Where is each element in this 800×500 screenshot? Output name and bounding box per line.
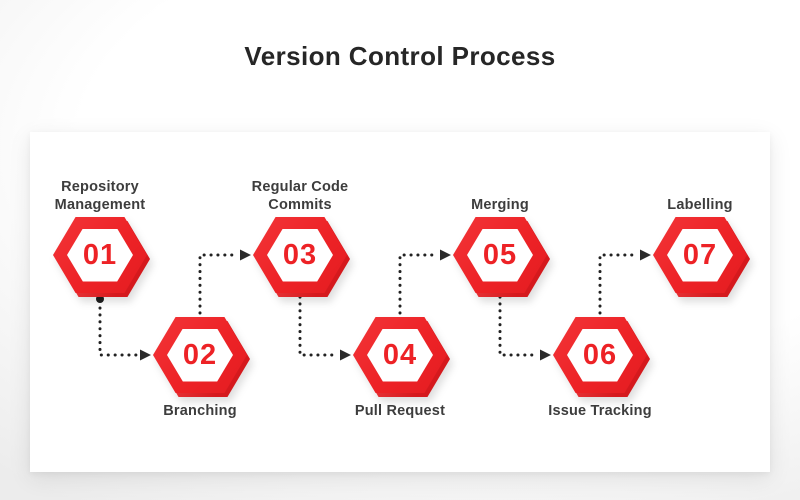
step-node-03: Regular Code Commits 03: [230, 160, 370, 297]
connector-06-07: [598, 249, 651, 315]
step-number: 07: [682, 238, 718, 271]
connector-03-04: [298, 295, 351, 361]
arrow-right-icon: [240, 249, 251, 261]
connector-04-05: [398, 249, 451, 315]
arrow-right-icon: [440, 249, 451, 261]
step-number: 01: [82, 238, 118, 271]
step-label: Labelling: [667, 197, 733, 213]
diagram-card: Repository Management 01 02 Branching Re…: [30, 132, 770, 472]
hexagon-icon: 04: [353, 317, 450, 397]
hexagon-icon: 03: [253, 217, 350, 297]
step-label: Issue Tracking: [548, 403, 652, 419]
step-number: 05: [482, 238, 518, 271]
arrow-right-icon: [340, 349, 351, 361]
step-label: Branching: [163, 403, 237, 419]
step-label: Regular Code Commits: [251, 179, 349, 213]
step-number: 06: [582, 338, 618, 371]
connector-05-06: [498, 295, 551, 361]
hexagon-icon: 01: [53, 217, 150, 297]
arrow-right-icon: [140, 349, 151, 361]
connector-01-02: [96, 295, 151, 361]
hexagon-icon: 02: [153, 317, 250, 397]
arrow-right-icon: [640, 249, 651, 261]
connector-lines-layer: [96, 249, 651, 361]
hexagon-icon: 06: [553, 317, 650, 397]
step-label: Repository Management: [54, 179, 146, 213]
connector-02-03: [198, 249, 251, 315]
start-dot: [96, 295, 104, 303]
step-node-05: Merging 05: [430, 160, 570, 297]
step-node-06: 06 Issue Tracking: [530, 317, 670, 420]
step-node-02: 02 Branching: [130, 317, 270, 420]
step-node-01: Repository Management 01: [30, 160, 170, 297]
hexagon-icon: 05: [453, 217, 550, 297]
step-number: 02: [182, 338, 218, 371]
step-number: 03: [282, 238, 318, 271]
hexagon-icon: 07: [653, 217, 750, 297]
page-title: Version Control Process: [244, 41, 556, 71]
step-node-04: 04 Pull Request: [330, 317, 470, 420]
arrow-right-icon: [540, 349, 551, 361]
step-label: Merging: [471, 197, 529, 213]
step-node-07: Labelling 07: [630, 160, 770, 297]
step-label: Pull Request: [354, 403, 446, 419]
step-number: 04: [382, 338, 418, 371]
